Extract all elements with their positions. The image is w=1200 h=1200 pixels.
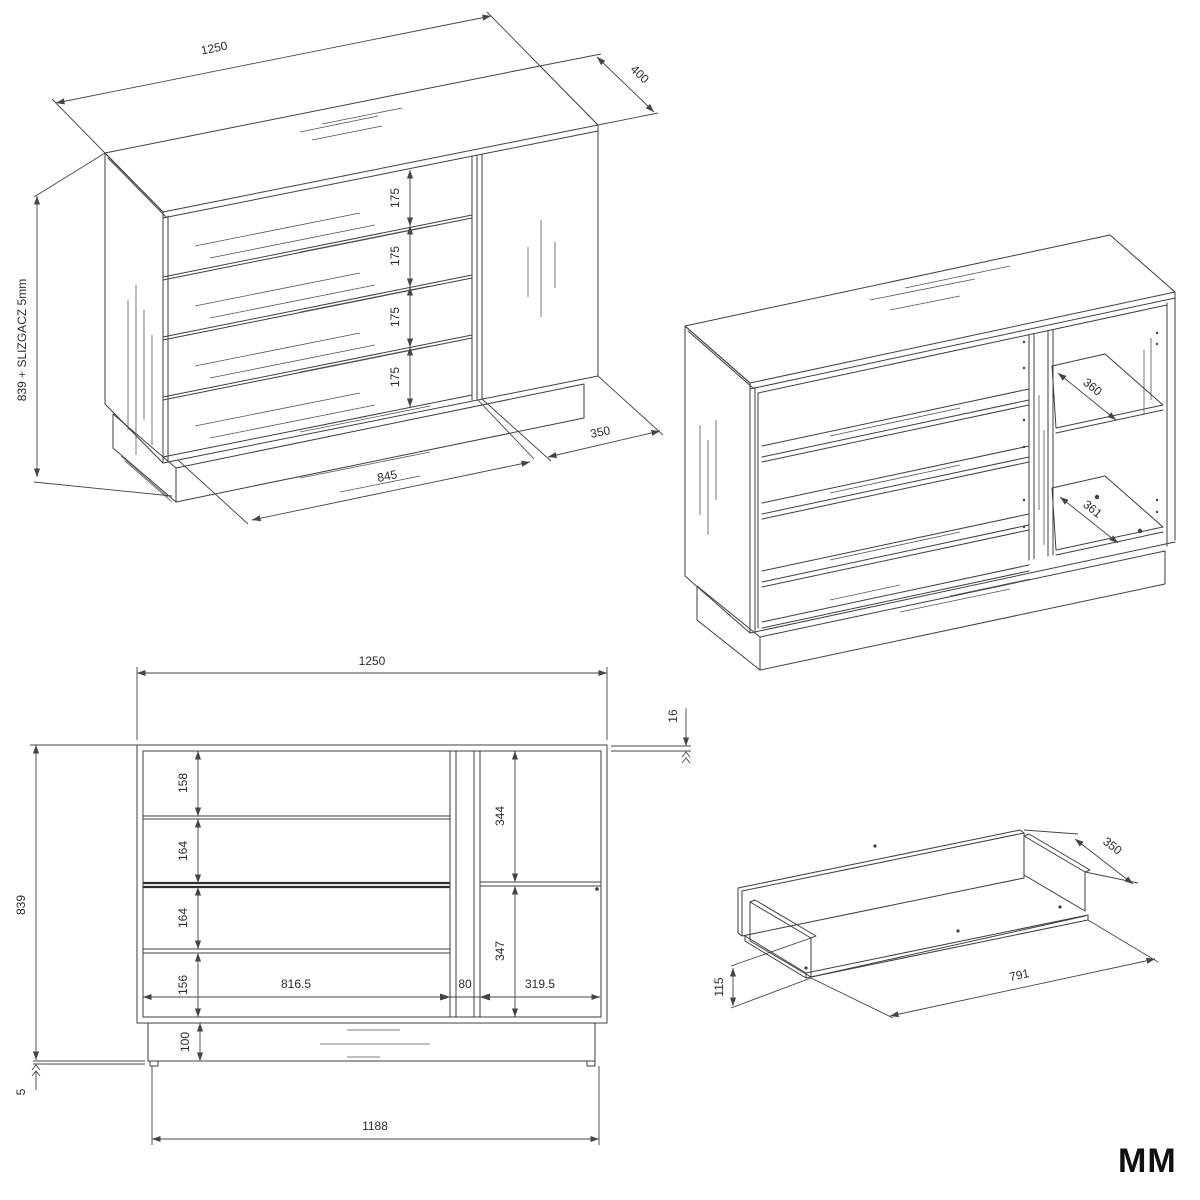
dim-view3-comp1: 158 <box>176 773 190 793</box>
view2-carcass-isometric: 360 361 <box>684 234 1176 671</box>
view1-drawer-gaps <box>162 214 473 458</box>
view1-dimensions: 1250 400 175 175 175 175 839 + SLIZGACZ … <box>15 11 664 525</box>
dim-view1-drawer2: 175 <box>388 246 402 266</box>
view2-plinth <box>696 550 1166 671</box>
dim-view1-height: 839 + SLIZGACZ 5mm <box>15 279 29 401</box>
view3-front-orthographic: 1250 16 839 5 100 158 164 164 156 344 <box>14 654 691 1145</box>
view2-carcass-outline <box>684 234 1176 634</box>
dim-view3-glide-height: 5 <box>14 1088 28 1095</box>
dim-view3-comp2: 164 <box>176 841 190 861</box>
dim-view1-drawer4: 175 <box>388 367 402 387</box>
dim-view3-comp3: 164 <box>176 908 190 928</box>
dim-view3-top-thickness: 16 <box>666 709 680 723</box>
dim-view1-door-width: 350 <box>589 423 612 441</box>
view3-plinth <box>147 1022 596 1067</box>
dim-view3-comp4: 156 <box>176 975 190 995</box>
dim-view4-length: 791 <box>1008 966 1031 984</box>
view3-dimensions: 1250 16 839 5 100 158 164 164 156 344 <box>14 654 691 1145</box>
dim-view1-opening-width: 845 <box>376 467 399 485</box>
view1-front-isometric: 1250 400 175 175 175 175 839 + SLIZGACZ … <box>15 11 664 525</box>
dim-view3-right-lower: 347 <box>493 941 507 961</box>
dim-view3-base-width: 1188 <box>362 1119 388 1133</box>
dim-view1-width: 1250 <box>200 38 229 57</box>
dim-view3-height: 839 <box>14 895 28 915</box>
dim-view4-height: 115 <box>712 977 726 996</box>
dim-view3-plinth-height: 100 <box>178 1032 192 1052</box>
dim-view3-divider-width: 80 <box>458 977 472 991</box>
view4-drawer-outline <box>737 829 1091 979</box>
units-label: MM <box>1118 1142 1177 1180</box>
dim-view2-shelf-depth: 360 <box>1080 375 1105 399</box>
dim-view4-depth: 350 <box>1100 834 1125 858</box>
dim-view3-right-upper: 344 <box>493 806 507 826</box>
view1-gloss-lines <box>127 107 556 455</box>
view2-rails <box>761 388 1030 588</box>
view2-dimensions: 360 361 <box>1057 372 1119 544</box>
dim-view1-depth: 400 <box>628 62 652 86</box>
dim-view1-drawer3: 175 <box>388 307 402 327</box>
dim-view3-left-opening: 816.5 <box>281 977 311 991</box>
view4-dimensions: 350 791 115 <box>712 829 1159 1019</box>
view3-carcass <box>136 744 608 1024</box>
view4-drawer-isometric: 350 791 115 <box>712 829 1159 1019</box>
dim-view3-width: 1250 <box>359 654 386 668</box>
view2-right-shelves <box>1051 353 1164 556</box>
dim-view1-drawer1: 175 <box>388 188 402 208</box>
dim-view2-bottom-depth: 361 <box>1080 497 1105 521</box>
view1-cabinet-outline <box>104 65 599 464</box>
dim-view3-right-opening: 319.5 <box>525 977 555 991</box>
view1-plinth <box>112 383 585 503</box>
view2-gloss-and-holes <box>699 265 1159 545</box>
